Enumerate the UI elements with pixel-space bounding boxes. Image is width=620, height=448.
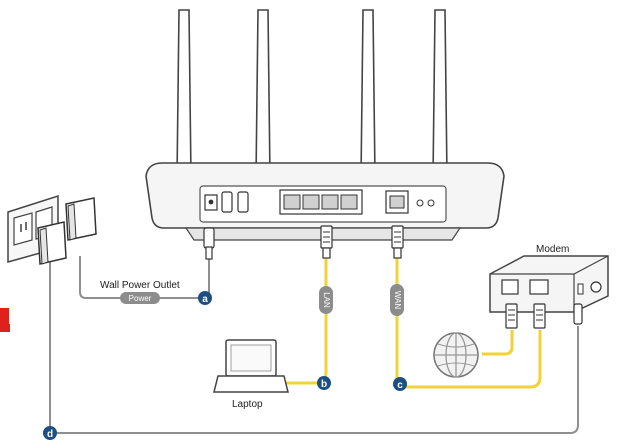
- lan-port-4: [340, 194, 358, 210]
- power-plug: [203, 227, 215, 260]
- wan-pill-label: WAN: [393, 291, 402, 310]
- badge-b-label: b: [321, 379, 327, 390]
- power-button: [221, 191, 233, 213]
- power-pill: Power: [120, 292, 160, 304]
- modem-power-port: [590, 281, 602, 293]
- badge-a-label: a: [202, 294, 208, 305]
- modem-power-adapter: [37, 221, 67, 265]
- antenna-2: [255, 9, 271, 179]
- laptop-label: Laptop: [232, 399, 263, 410]
- lan-cable: [282, 258, 328, 385]
- antenna-1: [176, 9, 192, 179]
- modem-wan-plug: [533, 303, 546, 329]
- wan-plug: [391, 225, 404, 259]
- lan-port-1: [283, 194, 301, 210]
- antenna-4: [432, 9, 448, 179]
- badge-d: d: [43, 426, 57, 440]
- lan-plug: [320, 225, 333, 259]
- red-marker: [0, 308, 10, 332]
- modem-phone-port: [501, 279, 519, 295]
- wall-power-outlet-label: Wall Power Outlet: [100, 280, 180, 291]
- lan-pill-label: LAN: [322, 292, 331, 308]
- badge-b: b: [317, 376, 331, 390]
- antenna-3: [360, 9, 376, 179]
- modem-label: Modem: [536, 244, 569, 255]
- power-pill-label: Power: [129, 294, 152, 303]
- lan-port-2: [302, 194, 320, 210]
- globe-icon: [433, 332, 479, 378]
- wps-button: [416, 199, 424, 207]
- modem-lan-port: [529, 279, 549, 295]
- modem-power-button: [577, 283, 584, 295]
- router: [145, 9, 505, 241]
- modem-power-plug: [573, 303, 583, 325]
- wan-pill: WAN: [390, 284, 404, 316]
- usb-port: [237, 191, 249, 213]
- reset-button: [427, 199, 435, 207]
- lan-port-3: [321, 194, 339, 210]
- modem-internet-plug: [505, 303, 518, 329]
- badge-c-label: c: [397, 380, 403, 391]
- laptop-icon: [213, 339, 289, 393]
- router-power-cable: [79, 256, 210, 299]
- internet-cable: [482, 330, 514, 356]
- badge-a: a: [198, 291, 212, 305]
- badge-d-label: d: [47, 429, 53, 440]
- router-power-adapter: [65, 197, 97, 241]
- modem: [489, 255, 609, 313]
- lan-pill: LAN: [319, 286, 333, 314]
- badge-c: c: [393, 377, 407, 391]
